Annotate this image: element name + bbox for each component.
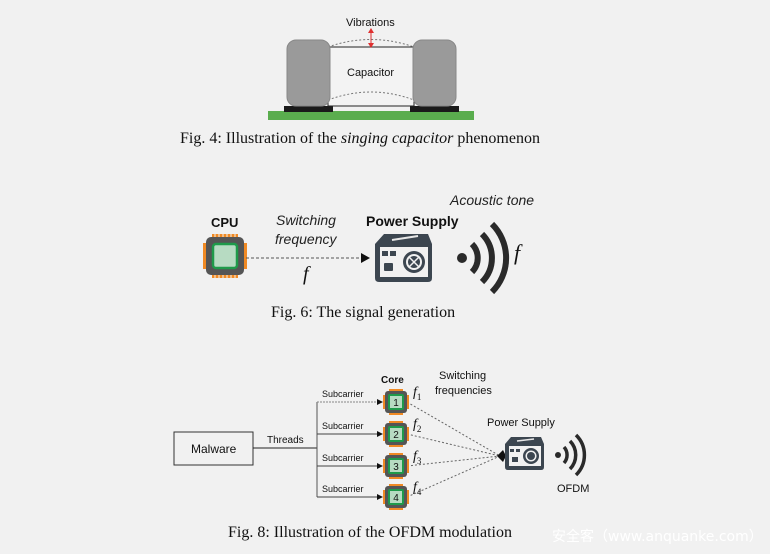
figure-6-caption: Fig. 6: The signal generation bbox=[271, 304, 456, 321]
label-f-tone: f bbox=[514, 240, 521, 265]
label-core-frequency: f3 bbox=[413, 449, 422, 466]
frequency-fan-line bbox=[406, 455, 501, 467]
label-capacitor: Capacitor bbox=[347, 67, 395, 79]
signal-generation-diagram bbox=[203, 221, 510, 295]
watermark: 安全客（www.anquanke.com） bbox=[552, 529, 763, 545]
core-number: 3 bbox=[393, 462, 399, 473]
singing-capacitor-illustration bbox=[268, 28, 474, 120]
caption-italic-term: singing capacitor bbox=[340, 130, 454, 147]
label-vibrations: Vibrations bbox=[346, 17, 395, 29]
caption-text: Fig. 4: Illustration of the bbox=[180, 130, 341, 147]
core-number: 4 bbox=[393, 493, 399, 504]
label-switching: Switching bbox=[276, 212, 336, 228]
label-subcarrier: Subcarrier bbox=[322, 421, 364, 431]
ofdm-wave-icon bbox=[555, 433, 587, 477]
label-subcarrier: Subcarrier bbox=[322, 484, 364, 494]
label-core-frequency: f4 bbox=[413, 480, 422, 497]
figure-4-caption: Fig. 4: Illustration of the singing capa… bbox=[180, 130, 540, 148]
label-threads: Threads bbox=[267, 435, 304, 446]
pcb-board bbox=[268, 111, 474, 120]
power-supply-icon-small bbox=[505, 437, 544, 470]
frequency-fan-line bbox=[406, 455, 501, 498]
solder-pad-left bbox=[284, 106, 333, 112]
core-chip-icon: 2 bbox=[383, 421, 409, 447]
power-supply-icon bbox=[375, 234, 432, 282]
label-cpu: CPU bbox=[211, 215, 239, 230]
arrowhead-icon bbox=[377, 399, 383, 405]
label-acoustic-tone: Acoustic tone bbox=[450, 192, 535, 208]
label-subcarrier: Subcarrier bbox=[322, 389, 364, 399]
label-malware: Malware bbox=[191, 442, 237, 456]
label-ofdm: OFDM bbox=[557, 483, 590, 495]
caption-text-suffix: phenomenon bbox=[453, 130, 540, 147]
core-chip-icon: 1 bbox=[383, 389, 409, 415]
label-frequency: frequency bbox=[275, 231, 337, 247]
core-number: 1 bbox=[393, 398, 399, 409]
solder-pad-right bbox=[410, 106, 459, 112]
core-number: 2 bbox=[393, 430, 399, 441]
arrowhead-icon bbox=[377, 494, 383, 500]
label-core-frequency: f2 bbox=[413, 417, 422, 434]
label-frequencies: frequencies bbox=[435, 385, 492, 397]
figure-8-caption: Fig. 8: Illustration of the OFDM modulat… bbox=[228, 524, 512, 541]
acoustic-wave-icon bbox=[457, 221, 510, 295]
label-switching: Switching bbox=[439, 370, 487, 382]
label-power-supply: Power Supply bbox=[366, 213, 459, 229]
cpu-chip-icon bbox=[203, 234, 247, 278]
label-core: Core bbox=[381, 375, 404, 386]
label-core-frequency: f1 bbox=[413, 385, 422, 402]
label-subcarrier: Subcarrier bbox=[322, 453, 364, 463]
capacitor-terminal-right bbox=[412, 39, 457, 107]
capacitor-terminal-left bbox=[286, 39, 331, 107]
core-chip-icon: 4 bbox=[383, 484, 409, 510]
malware-box bbox=[173, 431, 254, 466]
arrowhead-icon bbox=[377, 463, 383, 469]
label-f-frequency: f bbox=[303, 263, 309, 285]
label-power-supply: Power Supply bbox=[487, 417, 555, 429]
vibration-arrow-icon bbox=[368, 28, 374, 48]
arrowhead-icon bbox=[377, 431, 383, 437]
frequency-fan-line bbox=[406, 401, 501, 457]
core-chip-icon: 3 bbox=[383, 453, 409, 479]
